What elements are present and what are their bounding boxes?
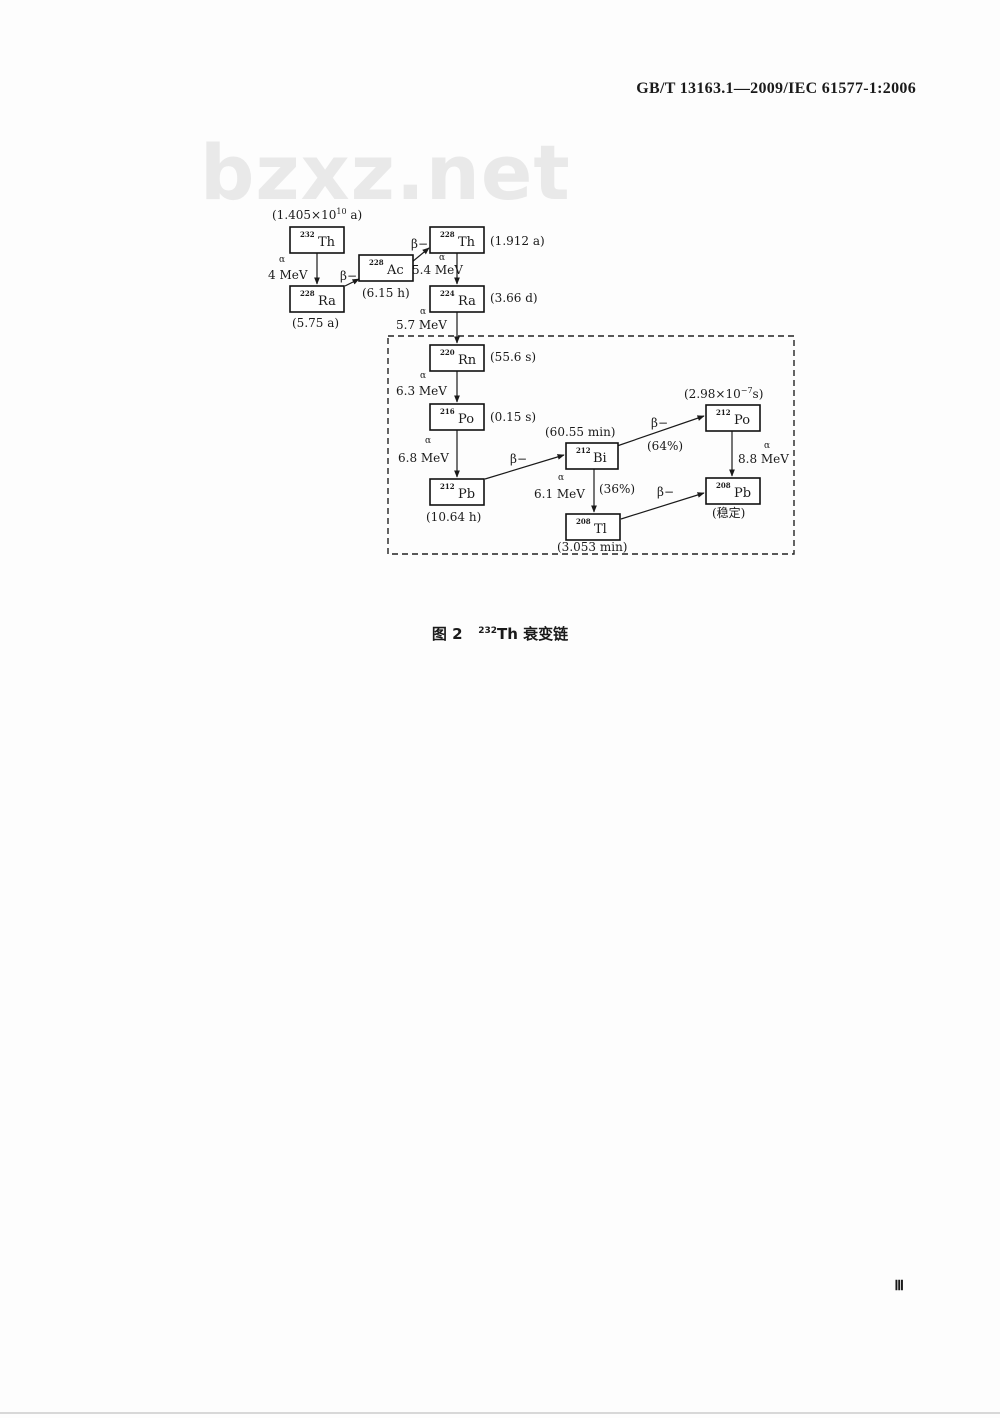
nuclide-tl208: 208 Tl [565,513,621,541]
energy-po212-pb208: 8.8 MeV [738,452,789,466]
alpha-label-po216: α [425,436,431,446]
svg-text:216: 216 [440,407,455,416]
svg-text:220: 220 [440,348,455,357]
caption-prefix: 图 2 [431,625,463,643]
svg-text:Bi: Bi [593,451,607,466]
svg-text:228: 228 [369,258,384,267]
halflife-th228: (1.912 a) [490,234,545,248]
energy-po216-pb212: 6.8 MeV [398,451,449,465]
arrow-pb212-bi212 [484,454,565,480]
nuclide-th232: 232 Th [289,226,345,254]
energy-rn220-po216: 6.3 MeV [396,384,447,398]
energy-th232-ra228: 4 MeV [268,268,308,282]
branch-beta-64: (64%) [647,439,683,453]
halflife-ra224: (3.66 d) [490,291,538,305]
beta-label-tl208-pb208: β− [657,485,674,499]
svg-text:228: 228 [300,289,315,298]
svg-text:212: 212 [716,408,731,417]
branch-alpha-36: (36%) [599,482,635,496]
svg-text:Tl: Tl [594,522,607,537]
alpha-label-po212: α [764,441,770,451]
nuclide-ra224: 224 Ra [429,285,485,313]
svg-text:212: 212 [440,482,455,491]
arrow-tl208-pb208 [620,492,705,520]
halflife-po216: (0.15 s) [490,410,536,424]
energy-th228-ra224: 5.4 MeV [412,263,463,277]
svg-text:Ra: Ra [318,294,336,309]
svg-text:Po: Po [734,413,750,428]
standard-header: GB/T 13163.1—2009/IEC 61577-1:2006 [636,80,916,97]
decay-chain-diagram: 232 Th 228 Ra 228 Ac 228 Th 224 Ra 220 R… [268,207,795,555]
svg-text:Th: Th [318,235,336,250]
energy-bi212-tl208: 6.1 MeV [534,487,585,501]
alpha-label-ra224: α [420,307,426,317]
nuclide-ac228: 228 Ac [358,254,414,282]
halflife-ra228: (5.75 a) [292,316,339,330]
alpha-label-bi212: α [558,473,564,483]
halflife-rn220: (55.6 s) [490,350,536,364]
svg-text:Po: Po [458,412,474,427]
svg-text:232: 232 [300,230,315,239]
energy-ra224-rn220: 5.7 MeV [396,318,447,332]
nuclide-bi212: 212 Bi [565,442,619,470]
svg-text:212: 212 [576,446,591,455]
svg-text:Ac: Ac [386,263,404,278]
nuclide-ra228: 228 Ra [289,285,345,313]
svg-text:Pb: Pb [734,486,751,501]
alpha-label-rn220: α [420,371,426,381]
beta-label-bi212-po212: β− [651,416,668,430]
svg-text:Ra: Ra [458,294,476,309]
figure-caption: 图 2 232Th 衰变链 [0,623,1000,644]
thoron-subchain-frame [387,335,795,555]
halflife-th232: (1.405×1010 a) [272,207,362,222]
caption-element: Th [496,625,518,643]
svg-text:208: 208 [576,517,591,526]
nuclide-pb208: 208 Pb [705,477,761,505]
watermark: bzxz.net [200,128,571,217]
halflife-ac228: (6.15 h) [362,286,410,300]
halflife-po212: (2.98×10−7s) [684,386,763,401]
arrow-ra228-ac228 [344,278,360,287]
svg-text:Th: Th [458,235,476,250]
svg-text:228: 228 [440,230,455,239]
halflife-pb208: (稳定) [712,505,745,520]
beta-label-ra228-ac228: β− [340,269,357,283]
page-bottom-edge [0,1412,1000,1414]
svg-text:208: 208 [716,481,731,490]
page-number: Ⅲ [894,1279,904,1294]
caption-suffix: 衰变链 [517,625,569,643]
halflife-bi212: (60.55 min) [545,425,615,439]
halflife-pb212: (10.64 h) [426,510,481,524]
svg-text:Rn: Rn [458,353,477,368]
svg-text:Pb: Pb [458,487,475,502]
nuclide-th228: 228 Th [429,226,485,254]
nuclide-rn220: 220 Rn [429,344,485,372]
halflife-tl208: (3.053 min) [557,540,627,554]
caption-mass: 232 [478,626,497,636]
beta-label-pb212-bi212: β− [510,452,527,466]
nuclide-po216: 216 Po [429,403,485,431]
arrow-bi212-po212 [616,415,705,447]
alpha-label-th232: α [279,255,285,265]
nuclide-pb212: 212 Pb [429,478,485,506]
svg-text:224: 224 [440,289,455,298]
alpha-label-th228: α [439,253,445,263]
nuclide-po212: 212 Po [705,404,761,432]
beta-label-ac228-th228: β− [411,237,428,251]
arrow-ac228-th228 [411,247,430,263]
